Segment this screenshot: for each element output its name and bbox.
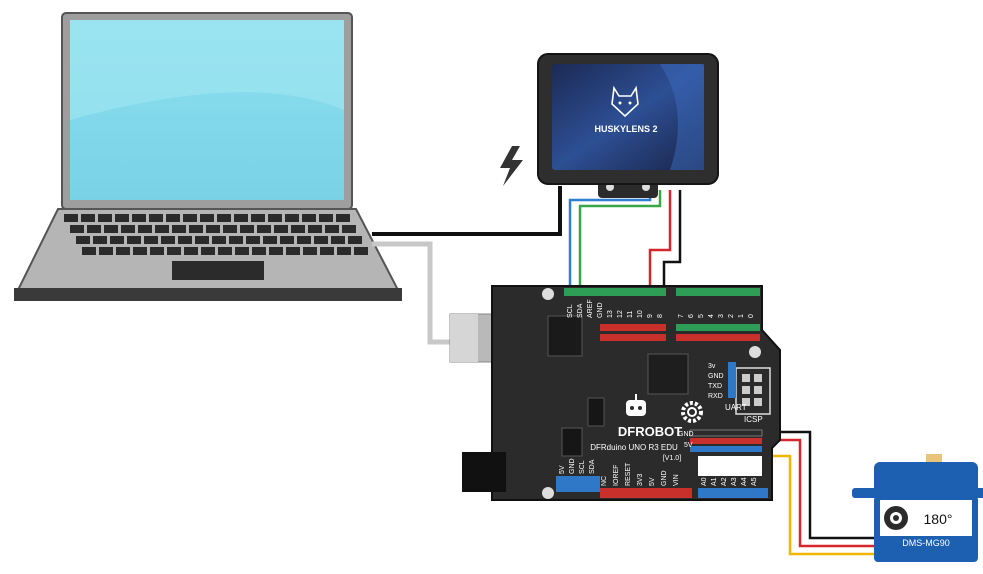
analog-pin-a5: A5: [751, 477, 758, 486]
top-pin-sda: SDA: [577, 303, 584, 318]
uart-pin-gnd: GND: [708, 373, 724, 380]
right-pin-gnd: GND: [678, 431, 694, 438]
top-pin-10: 10: [637, 310, 644, 318]
uart-label: UART: [725, 403, 747, 412]
wire-green-sda: [578, 190, 662, 290]
power-pin-5v: 5V: [649, 477, 656, 486]
uart-pin-txd: TXD: [708, 383, 722, 390]
gear-icon: [681, 401, 703, 423]
power-pin-ioref: IOREF: [613, 465, 620, 486]
analog-pin-a2: A2: [721, 477, 728, 486]
usb-cable: [372, 241, 450, 345]
top-pin-7: 7: [678, 314, 685, 318]
bottom-left-pin-gnd: GND: [569, 458, 576, 474]
top-pin-1: 1: [738, 314, 745, 318]
uart-pin-rxd: RXD: [708, 393, 723, 400]
husky-logo-icon: [611, 85, 639, 118]
robot-logo-icon: [626, 394, 646, 416]
servo-model: DMS-MG90: [902, 538, 950, 548]
bottom-left-pin-5v: 5V: [559, 465, 566, 474]
bottom-left-pin-scl: SCL: [579, 460, 586, 474]
servo-motor: 180° DMS-MG90: [852, 454, 983, 562]
analog-pin-a4: A4: [741, 477, 748, 486]
power-pin-gnd: GND: [661, 470, 668, 486]
analog-pin-a3: A3: [731, 477, 738, 486]
servo-angle: 180°: [924, 511, 953, 527]
huskylens-camera: HUSKYLENS 2: [537, 53, 719, 198]
top-pin-aref: AREF: [587, 299, 594, 318]
arduino-model: DFRduino UNO R3 EDU: [590, 443, 678, 452]
camera-screen: [552, 64, 704, 170]
uart-pin-3v: 3v: [708, 363, 716, 370]
top-pin-gnd: GND: [597, 302, 604, 318]
top-pin-6: 6: [688, 314, 695, 318]
analog-pin-a0: A0: [701, 477, 708, 486]
dc-jack: [462, 452, 506, 492]
touchpad: [172, 261, 264, 280]
camera-brand: HUSKYLENS 2: [594, 124, 657, 134]
top-pin-scl: SCL: [567, 304, 574, 318]
bottom-left-pin-sda: SDA: [589, 459, 596, 474]
top-pin-3: 3: [718, 314, 725, 318]
top-pin-13: 13: [607, 310, 614, 318]
wire-black-gnd: [662, 190, 682, 290]
power-bolt-icon: [500, 146, 523, 186]
arduino-version: [V1.0]: [663, 455, 681, 462]
top-pin-9: 9: [647, 314, 654, 318]
power-pin-nc: NC: [601, 476, 608, 486]
top-pin-5: 5: [698, 314, 705, 318]
top-pin-0: 0: [748, 314, 755, 318]
analog-pin-a1: A1: [711, 477, 718, 486]
right-pin-5v: 5V: [684, 442, 693, 449]
top-pin-4: 4: [708, 314, 715, 318]
top-pin-8: 8: [657, 314, 664, 318]
power-cable: [372, 186, 562, 236]
power-pin-vin: VIN: [673, 474, 680, 486]
laptop-keyboard: [64, 214, 368, 255]
top-pin-12: 12: [617, 310, 624, 318]
arduino-brand: DFROBOT: [618, 424, 682, 439]
power-pin-reset: RESET: [625, 462, 632, 486]
top-pin-11: 11: [627, 311, 634, 318]
icsp-label: ICSP: [744, 415, 763, 424]
power-pin-3v3: 3V3: [637, 473, 644, 486]
top-pin-2: 2: [728, 314, 735, 318]
laptop: [14, 12, 402, 301]
servo-dial-icon: [884, 506, 908, 530]
